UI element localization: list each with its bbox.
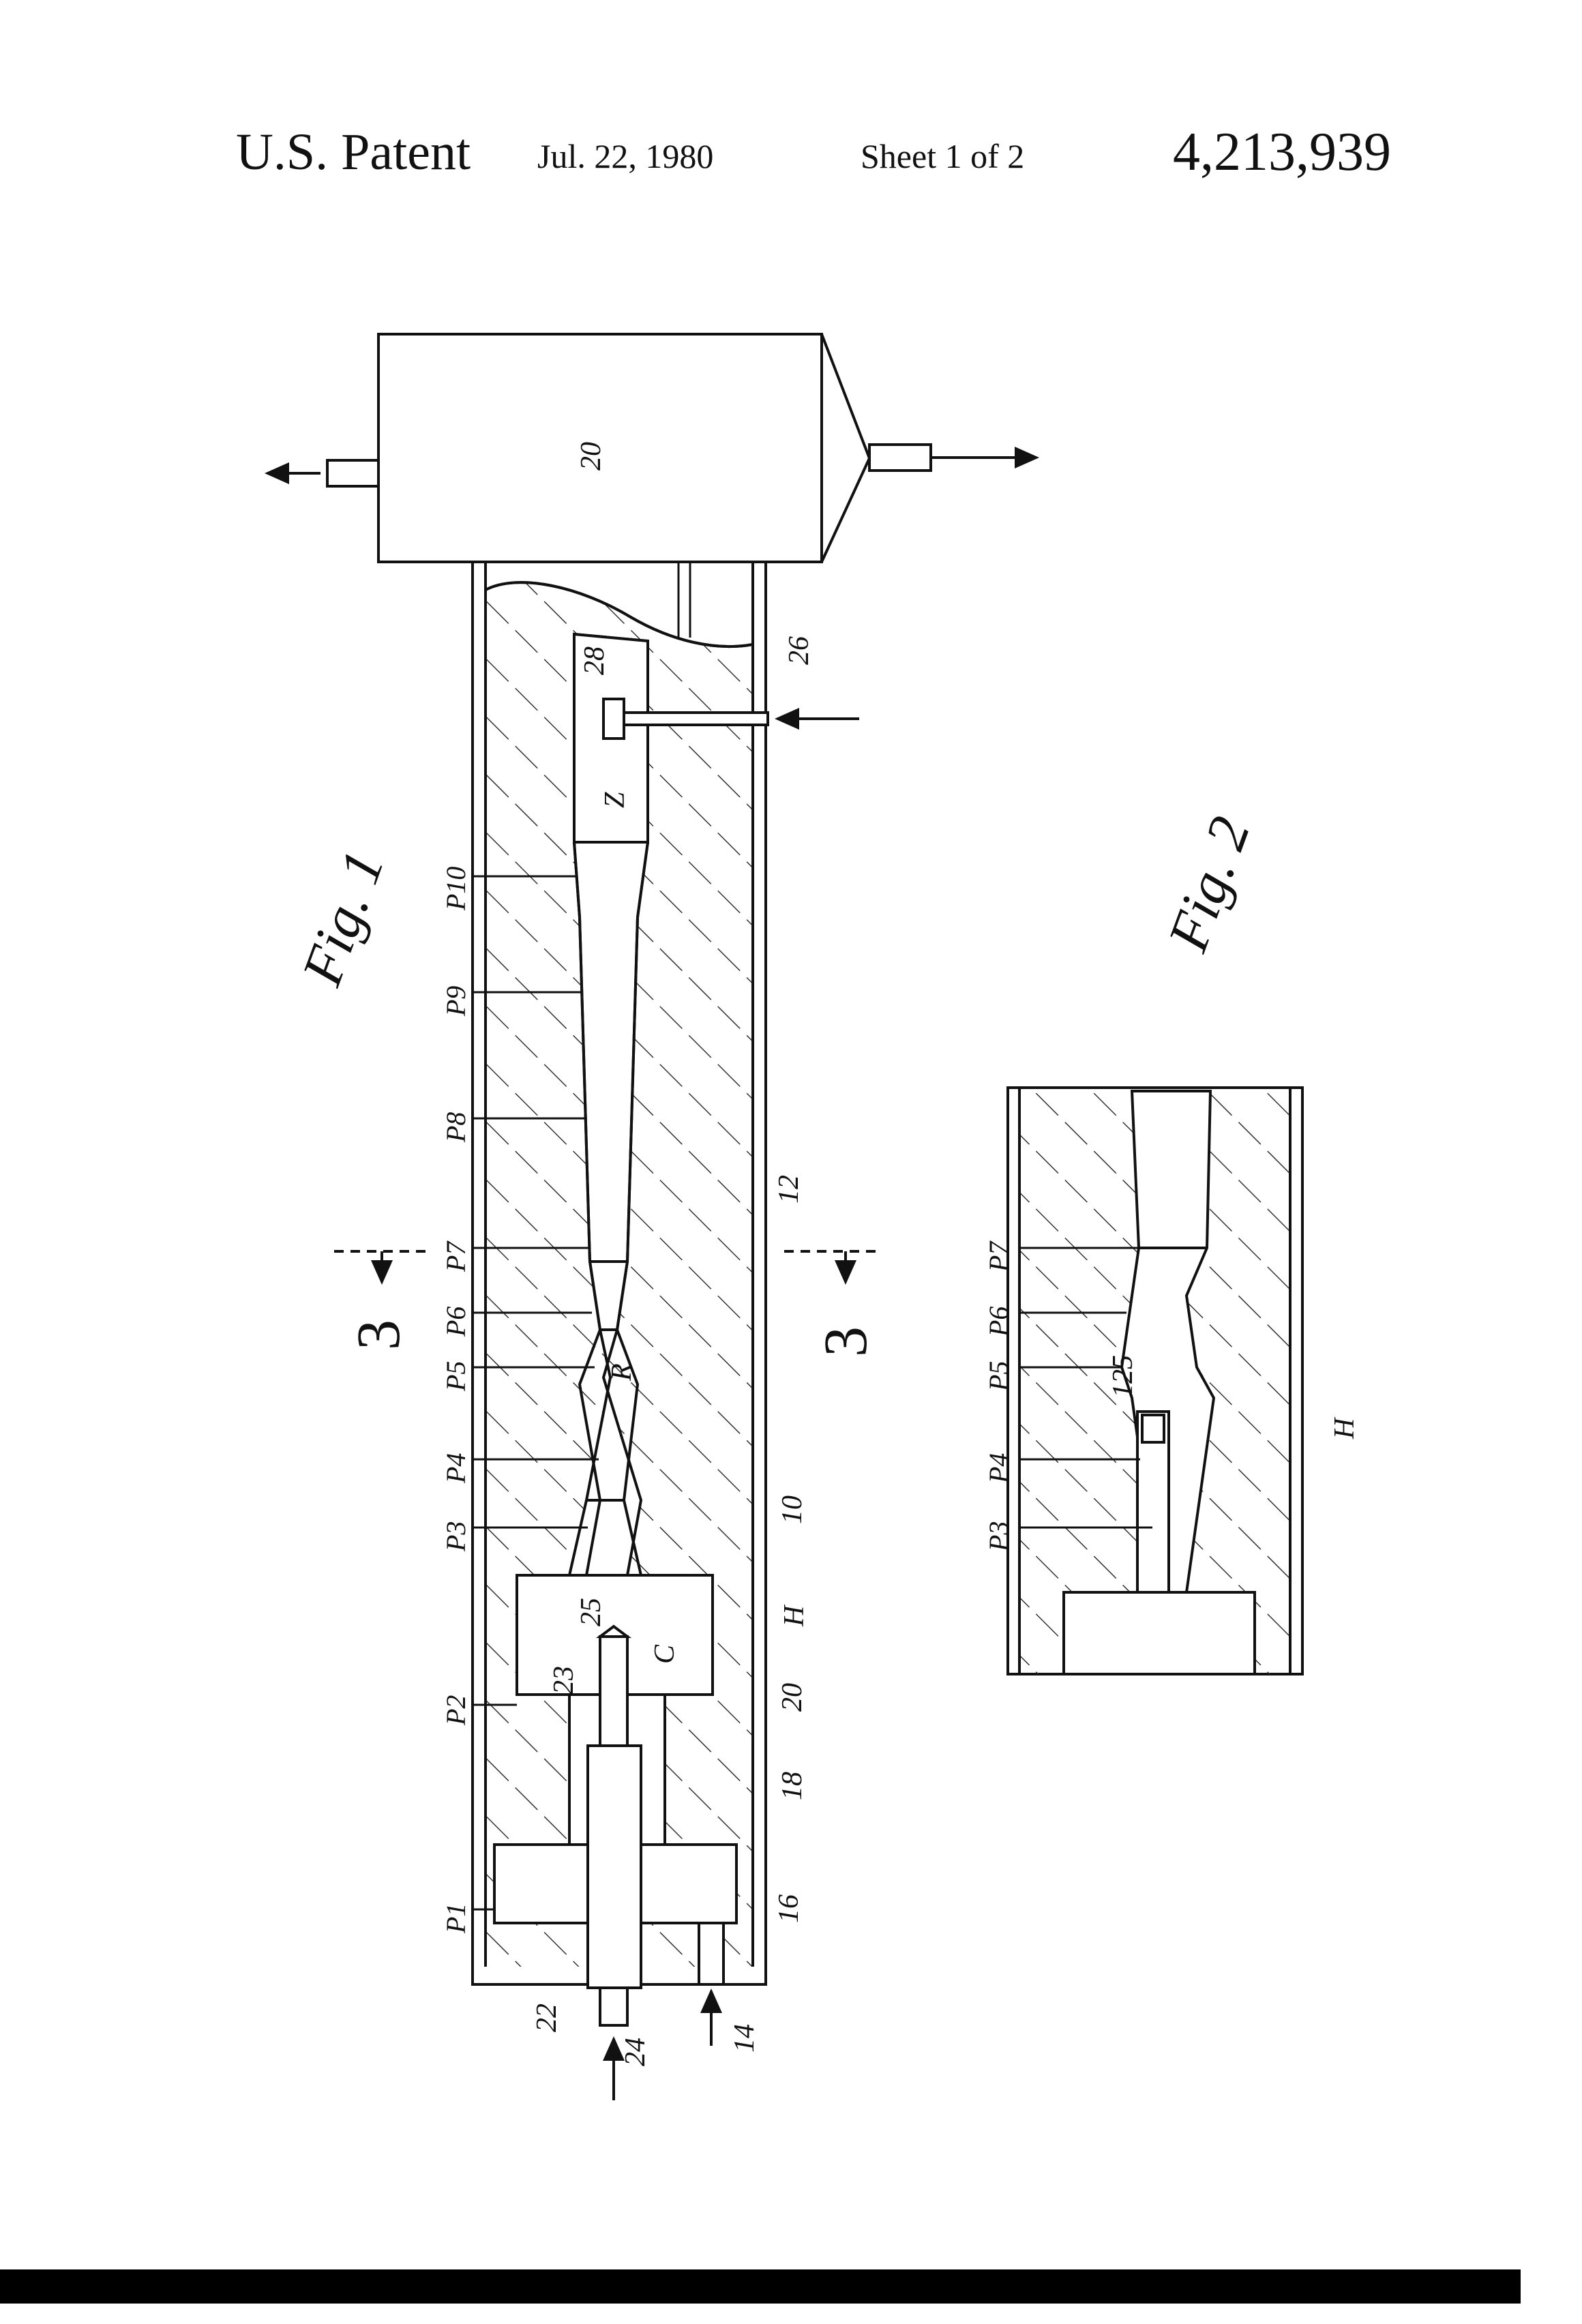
port-P6: P6 (441, 1307, 471, 1337)
ref-10: 10 (777, 1495, 808, 1524)
zone-R: R (606, 1363, 638, 1382)
pipe-14 (698, 1922, 725, 1986)
port-P9: P9 (441, 986, 471, 1017)
probe-26 (618, 711, 769, 726)
port-P2: P2 (441, 1695, 471, 1726)
ref-H-fig2: H (1329, 1416, 1360, 1440)
separator-vessel (265, 333, 1039, 563)
ref-18: 18 (777, 1772, 808, 1800)
port-taps (473, 875, 599, 1911)
patent-title: U.S. Patent (236, 123, 471, 181)
port-P10: P10 (441, 867, 471, 911)
sheet-number: Sheet 1 of 2 (861, 137, 1025, 175)
ref-20-bottom: 20 (777, 1683, 808, 1712)
ref-28: 28 (579, 646, 610, 675)
bottom-rule (0, 2269, 1521, 2304)
injector-22 (586, 1744, 642, 1989)
fig2-caption: Fig. 2 (1156, 809, 1262, 959)
patent-date: Jul. 22, 1980 (537, 137, 714, 175)
ref-23: 23 (548, 1666, 580, 1695)
ref-25: 25 (576, 1598, 607, 1626)
port-P4: P4 (441, 1453, 471, 1484)
injector-tip (599, 1635, 629, 1747)
port-P3: P3 (441, 1521, 471, 1552)
fig2-port-P6: P6 (983, 1307, 1014, 1337)
fig2-port-P5: P5 (983, 1361, 1014, 1392)
ref-24: 24 (620, 2038, 651, 2066)
ref-22: 22 (531, 2003, 563, 2032)
flow-channel (567, 632, 649, 1577)
ref-20-top: 20 (576, 442, 607, 471)
section-3-right: 3 (812, 1326, 880, 1357)
fig1-caption: Fig. 1 (290, 843, 396, 994)
ref-H: H (779, 1604, 810, 1627)
port-P1: P1 (441, 1903, 471, 1934)
fig2-port-P3: P3 (983, 1521, 1014, 1552)
zone-Z: Z (599, 792, 631, 808)
ref-26: 26 (783, 636, 815, 665)
ref-16: 16 (773, 1894, 805, 1923)
section-3-left: 3 (345, 1320, 413, 1350)
fig2-assembly (1006, 1086, 1304, 1675)
fig2-port-P7: P7 (983, 1240, 1014, 1272)
ref-14: 14 (729, 2024, 760, 2053)
fig2-port-P4: P4 (983, 1453, 1014, 1484)
ref-12: 12 (773, 1175, 805, 1204)
fig1-assembly (265, 333, 1039, 2100)
port-P5: P5 (441, 1361, 471, 1392)
port-P7: P7 (441, 1240, 471, 1272)
ref-125: 125 (1107, 1355, 1139, 1398)
patent-number: 4,213,939 (1173, 122, 1391, 182)
port-P8: P8 (441, 1112, 471, 1143)
zone-C: C (649, 1644, 681, 1664)
